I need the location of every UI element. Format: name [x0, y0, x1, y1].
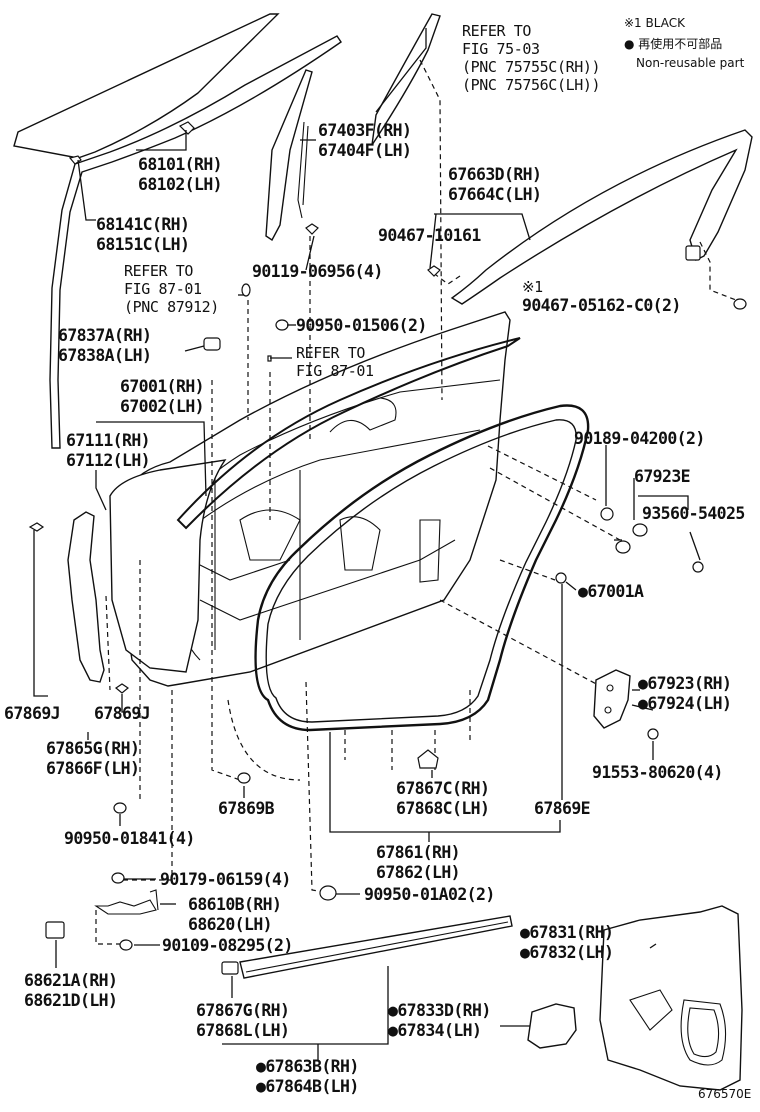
callout-c5-line1: 68141C(RH): [96, 215, 189, 234]
callout-c6: 90467-10161: [378, 226, 481, 245]
callout-c24-line2: 67868C(LH): [396, 799, 489, 818]
callout-c13-line1: 67001(RH): [120, 377, 204, 396]
callout-c30: 90950-01A02(2): [364, 885, 495, 904]
callout-c11-line2: 67838A(LH): [58, 346, 151, 365]
legend: ※1 BLACK ● 再使用不可部品 Non-reusable part: [624, 16, 745, 70]
callout-c1-line4: (PNC 75756C(LH)): [462, 76, 600, 94]
callout-c17: 93560-54025: [642, 504, 745, 523]
callout-c20: 67869J: [4, 704, 60, 723]
hinge: [593, 669, 631, 729]
rear-channel: [265, 69, 313, 242]
callout-c36-line2: ●67834(LH): [388, 1021, 481, 1040]
weatherstrip: [254, 404, 590, 732]
callout-c7: 90119-06956(4): [252, 262, 383, 281]
door-glass: [13, 13, 280, 159]
leader-lines: [33, 28, 701, 1060]
front-trim-strip: [67, 511, 105, 683]
callout-c21: 67869J: [94, 704, 150, 723]
callout-c37-line1: ●67863B(RH): [256, 1057, 359, 1076]
callout-c4-line2: 67664C(LH): [448, 185, 541, 204]
glass-run-channel: [49, 35, 342, 449]
callout-c11-line1: 67837A(RH): [58, 326, 151, 345]
callout-c34-line1: 68621A(RH): [24, 971, 117, 990]
callout-c1-line2: FIG 75-03: [462, 40, 540, 58]
callout-c31-line1: 68610B(RH): [188, 895, 281, 914]
callout-c4-line1: 67663D(RH): [448, 165, 541, 184]
callout-c8-line2: FIG 87-01: [124, 280, 202, 298]
callout-c12-line2: FIG 87-01: [296, 362, 374, 380]
callout-c9-line2: 90467-05162-C0(2): [522, 296, 681, 315]
upper-garnish-piece: [371, 13, 441, 146]
callout-c3-line2: 68102(LH): [138, 175, 222, 194]
callout-c2-line1: 67403F(RH): [318, 121, 411, 140]
callout-c36-line1: ●67833D(RH): [388, 1001, 491, 1020]
callout-c15-line1: 67111(RH): [66, 431, 150, 450]
callout-c28-line1: 67861(RH): [376, 843, 460, 862]
callout-c18: ●67001A: [578, 582, 644, 601]
callout-c34-line2: 68621D(LH): [24, 991, 117, 1010]
callout-c1-line1: REFER TO: [462, 22, 531, 40]
callout-c8-line1: REFER TO: [124, 262, 193, 280]
callout-c22-line2: 67866F(LH): [46, 759, 139, 778]
callout-c25: 67869B: [218, 799, 275, 818]
callout-c32-line2: ●67832(LH): [520, 943, 613, 962]
callout-c29: 90179-06159(4): [160, 870, 291, 889]
callout-c19-line1: ●67923(RH): [638, 674, 731, 693]
drawing-id: 676570E: [698, 1087, 751, 1101]
callout-c23: 91553-80620(4): [592, 763, 723, 782]
callout-c3-line1: 68101(RH): [138, 155, 222, 174]
frame-molding: [450, 129, 753, 305]
callout-c2-line2: 67404F(LH): [318, 141, 411, 160]
part-labels: REFER TO FIG 75-03 (PNC 75755C(RH)) (PNC…: [4, 22, 751, 1101]
wire-harness: [94, 889, 159, 915]
callout-c1-line3: (PNC 75755C(RH)): [462, 58, 600, 76]
window-frame: [176, 337, 521, 530]
lower-molding: [239, 915, 513, 979]
callout-c33: 90109-08295(2): [162, 936, 293, 955]
callout-c37-line2: ●67864B(LH): [256, 1077, 359, 1096]
legend-bullet-text: ● 再使用不可部品: [624, 36, 722, 51]
callout-c26: 67869E: [534, 799, 590, 818]
callout-c15-line2: 67112(LH): [66, 451, 150, 470]
callout-c9-line1: ※1: [522, 278, 543, 296]
callout-c5-line2: 68151C(LH): [96, 235, 189, 254]
callout-c12-line1: REFER TO: [296, 344, 365, 362]
callout-c22-line1: 67865G(RH): [46, 739, 139, 758]
callout-c35-line2: 67868L(LH): [196, 1021, 289, 1040]
service-hole-cover: [599, 905, 743, 1091]
callout-c16: 67923E: [634, 467, 690, 486]
legend-english: Non-reusable part: [636, 56, 745, 70]
small-pad: [527, 1003, 577, 1049]
callout-c8-line3: (PNC 87912): [124, 298, 219, 316]
callout-c31-line2: 68620(LH): [188, 915, 272, 934]
callout-c13-line2: 67002(LH): [120, 397, 204, 416]
callout-c27: 90950-01841(4): [64, 829, 195, 848]
callout-c35-line1: 67867G(RH): [196, 1001, 289, 1020]
callout-c10: 90950-01506(2): [296, 316, 427, 335]
outer-panel: [109, 459, 227, 673]
callout-c28-line2: 67862(LH): [376, 863, 460, 882]
callout-c14: 90189-04200(2): [574, 429, 705, 448]
callout-c19-line2: ●67924(LH): [638, 694, 731, 713]
callout-c32-line1: ●67831(RH): [520, 923, 613, 942]
callout-c24-line1: 67867C(RH): [396, 779, 489, 798]
legend-note: ※1 BLACK: [624, 16, 686, 30]
small-clips: [28, 121, 747, 975]
dashed-guides: [95, 59, 737, 945]
